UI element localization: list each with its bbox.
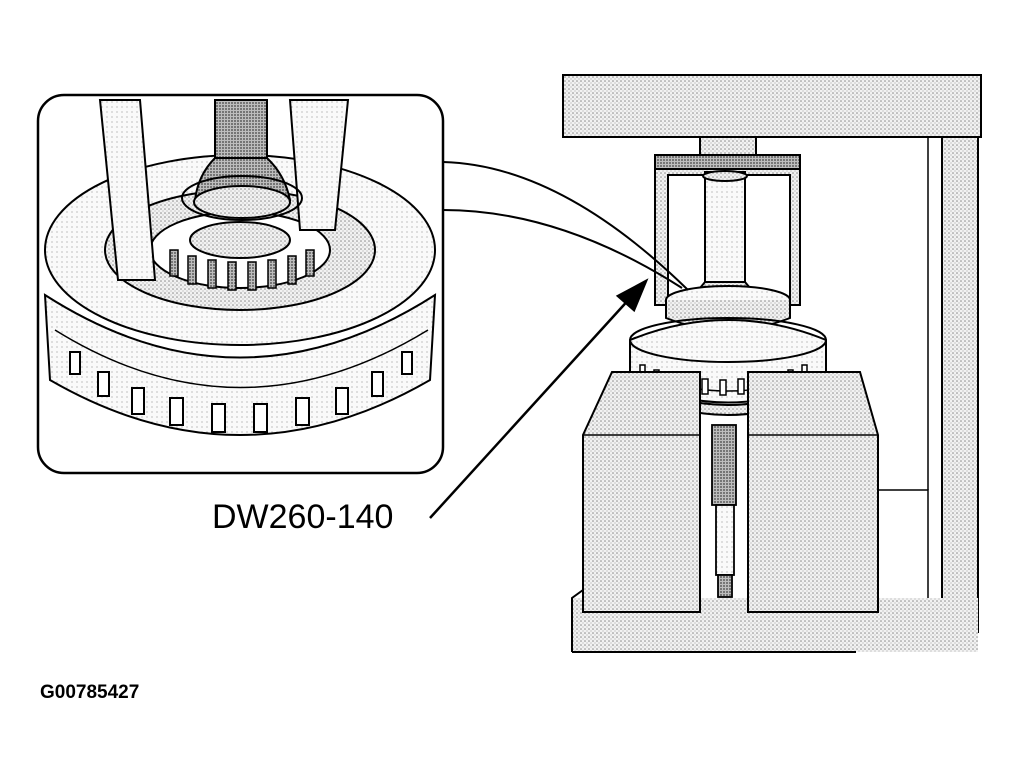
inset-shaft-cone [181, 99, 303, 221]
figure-id-label: G00785427 [40, 682, 140, 703]
tool-pointer-arrow [429, 278, 649, 519]
inset-puller-legs [98, 99, 350, 281]
inset-callout-lines [442, 161, 689, 291]
detail-inset [36, 93, 445, 475]
press-frame [562, 74, 982, 653]
tool-number-label: DW260-140 [212, 498, 394, 536]
inset-bearing-rollers [169, 249, 315, 291]
output-shaft [711, 424, 737, 598]
inset-drum [43, 154, 437, 436]
inset-drum-slots [69, 351, 413, 433]
support-blocks [582, 371, 879, 613]
puller-frame [654, 154, 801, 306]
puller-shaft [687, 170, 763, 301]
